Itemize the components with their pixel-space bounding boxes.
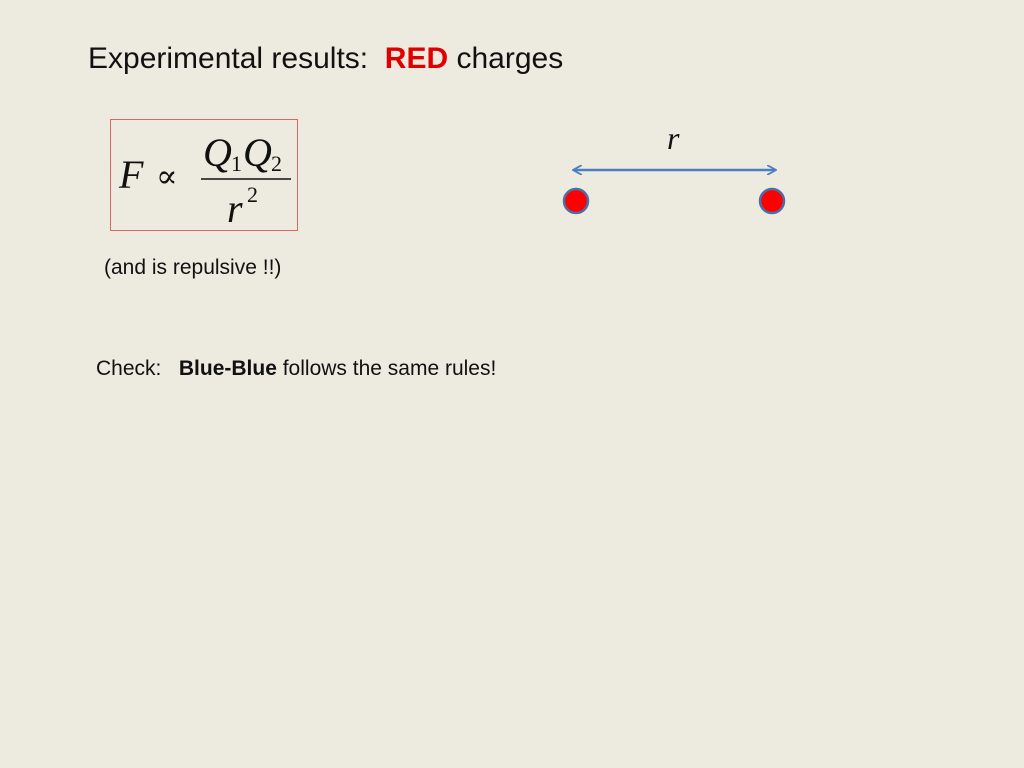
red-charge-right bbox=[758, 187, 786, 215]
title-prefix: Experimental results: bbox=[88, 42, 385, 75]
title-suffix: charges bbox=[448, 42, 564, 75]
charges-diagram: r bbox=[562, 120, 786, 215]
formula-numerator-sub2: 2 bbox=[271, 151, 282, 176]
formula-denominator: r bbox=[227, 186, 243, 231]
formula-numerator-sub1: 1 bbox=[231, 151, 242, 176]
formula-denominator-exponent: 2 bbox=[247, 182, 258, 207]
check-prefix: Check: bbox=[96, 357, 179, 380]
formula-box: F ∝ Q 1 Q 2 r 2 bbox=[110, 119, 298, 231]
coulomb-formula: F ∝ Q 1 Q 2 r 2 bbox=[118, 130, 291, 231]
formula-numerator-q2: Q bbox=[243, 130, 272, 175]
distance-label: r bbox=[667, 120, 680, 156]
formula-lhs: F bbox=[118, 152, 144, 197]
formula-proportional-symbol: ∝ bbox=[156, 158, 178, 194]
formula-numerator-q1: Q bbox=[203, 130, 232, 175]
check-bold: Blue-Blue bbox=[178, 357, 277, 380]
slide-title: Experimental results: RED charges bbox=[88, 42, 563, 76]
repulsive-note: (and is repulsive !!) bbox=[104, 256, 282, 279]
title-highlight: RED bbox=[384, 42, 449, 75]
red-charge-left bbox=[562, 187, 590, 215]
check-suffix: follows the same rules! bbox=[276, 357, 497, 380]
check-line: Check: Blue-Blue follows the same rules! bbox=[96, 357, 496, 381]
